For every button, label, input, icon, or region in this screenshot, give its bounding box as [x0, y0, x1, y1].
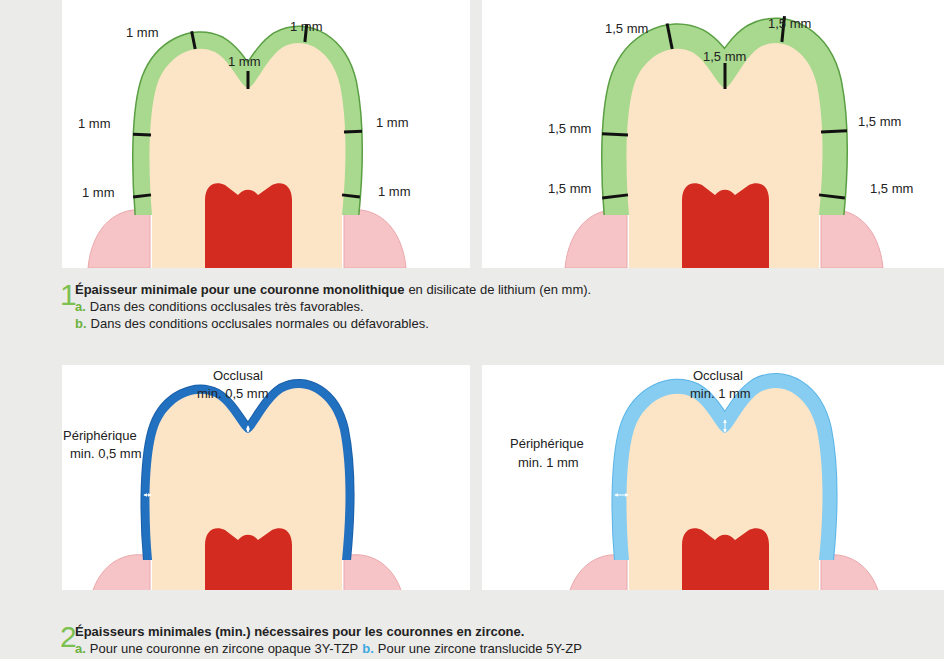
dimension-label: 1,5 mm: [548, 182, 591, 197]
caption-text: en disilicate de lithium (en mm).: [408, 282, 591, 297]
caption-letter: a.: [75, 299, 86, 314]
dimension-label: 1 mm: [126, 26, 159, 41]
caption-text: Dans des conditions occlusales normales …: [91, 316, 429, 331]
thickness-label: Périphérique: [63, 429, 137, 444]
caption-letter: a.: [75, 641, 86, 656]
thickness-label: min. 1 mm: [518, 456, 579, 471]
thickness-mark: [342, 195, 360, 197]
dimension-label: 1,5 mm: [548, 122, 591, 137]
thickness-mark: [133, 195, 151, 197]
panel: [62, 365, 470, 613]
dimension-label: 1 mm: [78, 117, 111, 132]
dimension-label: 1 mm: [290, 20, 323, 35]
thickness-label: Occlusal: [693, 369, 743, 384]
thickness-mark: [602, 134, 628, 135]
dimension-label: 1 mm: [82, 186, 115, 201]
caption-letter: b.: [75, 316, 87, 331]
thickness-mark: [821, 131, 847, 132]
caption-text: Pour une zircone translucide 5Y-ZP: [378, 641, 582, 656]
caption-text: Épaisseurs minimales (min.) nécessaires …: [75, 624, 524, 639]
dimension-label: 1,5 mm: [703, 50, 746, 65]
panel: [62, 0, 470, 268]
dimension-label: 1,5 mm: [605, 22, 648, 37]
thickness-label: min. 0,5 mm: [70, 447, 142, 462]
figure-number: 1: [60, 280, 77, 310]
thickness-mark: [344, 130, 362, 134]
caption-letter: b.: [362, 641, 374, 656]
thickness-label: min. 1 mm: [690, 387, 751, 402]
thickness-mark: [133, 133, 151, 137]
thickness-label: min. 0,5 mm: [197, 387, 269, 402]
dimension-label: 1,5 mm: [870, 182, 913, 197]
dimension-label: 1,5 mm: [858, 115, 901, 130]
dimension-label: 1 mm: [228, 55, 261, 70]
caption-line: a. Dans des conditions occlusales très fa…: [75, 299, 364, 315]
caption-text: Dans des conditions occlusales très favo…: [90, 299, 364, 314]
dimension-label: 1 mm: [376, 116, 409, 131]
thickness-mark: [192, 31, 196, 49]
thickness-mark: [667, 23, 672, 48]
thickness-label: Périphérique: [510, 437, 584, 452]
caption-line: b. Dans des conditions occlusales normale…: [75, 316, 429, 332]
caption-text: Pour une couronne en zircone opaque 3Y-T…: [90, 641, 358, 656]
thickness-mark: [724, 63, 727, 89]
dimension-label: 1,5 mm: [768, 17, 811, 32]
thickness-mark: [247, 71, 250, 89]
thickness-label: Occlusal: [213, 369, 263, 384]
thickness-arrow: [615, 495, 628, 496]
panel: [482, 365, 944, 613]
caption-line: Épaisseur minimale pour une couronne mon…: [75, 282, 591, 298]
thickness-mark: [602, 195, 628, 198]
dimension-label: 1 mm: [378, 185, 411, 200]
panel: [482, 0, 944, 268]
caption-text: Épaisseur minimale pour une couronne mon…: [75, 282, 404, 297]
caption-line: Épaisseurs minimales (min.) nécessaires …: [75, 624, 524, 640]
thickness-mark: [819, 195, 845, 198]
thickness-arrow: [144, 495, 151, 496]
caption-line: a. Pour une couronne en zircone opaque 3Y…: [75, 641, 582, 657]
figure-number: 2: [60, 622, 77, 652]
thickness-arrow: [248, 426, 249, 432]
thickness-arrow: [725, 420, 726, 432]
